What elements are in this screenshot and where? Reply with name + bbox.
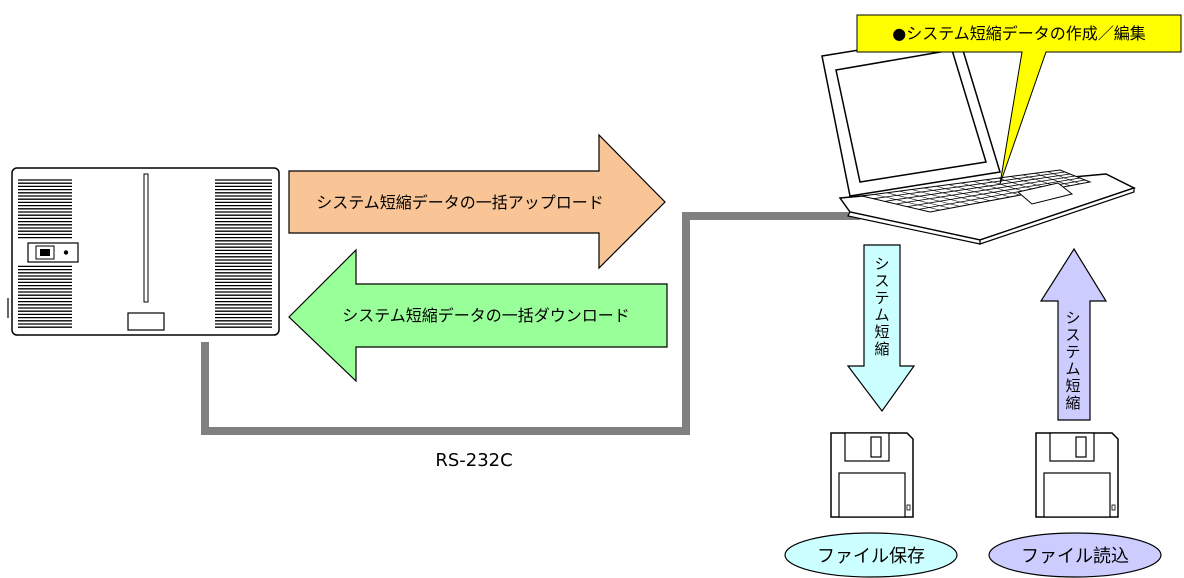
save-arrow: システム短縮 xyxy=(846,244,916,413)
cable-label: RS-232C xyxy=(435,450,512,471)
vent-grille-right xyxy=(215,179,272,328)
keyboard xyxy=(873,171,1086,211)
upload-arrow: システム短縮データの一括アップロード xyxy=(288,133,666,270)
rs232c-cable xyxy=(201,212,860,435)
file-load-label: ファイル読込 xyxy=(1021,546,1129,567)
file-save-badge: ファイル保存 xyxy=(784,532,958,578)
download-arrow: システム短縮データの一括ダウンロード xyxy=(288,248,668,383)
vent-grille-left xyxy=(18,179,72,328)
pbx-unit xyxy=(7,167,280,336)
file-save-label: ファイル保存 xyxy=(817,546,925,567)
load-arrow-label: システム短縮 xyxy=(1065,309,1080,412)
file-load-badge: ファイル読込 xyxy=(988,532,1162,578)
floppy-disk-icon xyxy=(830,432,914,518)
download-arrow-label: システム短縮データの一括ダウンロード xyxy=(342,306,630,325)
power-switch xyxy=(27,242,79,263)
floppy-disk-icon xyxy=(1035,432,1119,518)
callout: ●システム短縮データの作成／編集 xyxy=(856,14,1182,185)
load-arrow: システム短縮 xyxy=(1039,247,1108,421)
callout-text: ●システム短縮データの作成／編集 xyxy=(892,24,1145,43)
laptop xyxy=(821,33,1136,245)
save-arrow-label: システム短縮 xyxy=(874,255,889,358)
upload-arrow-label: システム短縮データの一括アップロード xyxy=(316,193,604,212)
